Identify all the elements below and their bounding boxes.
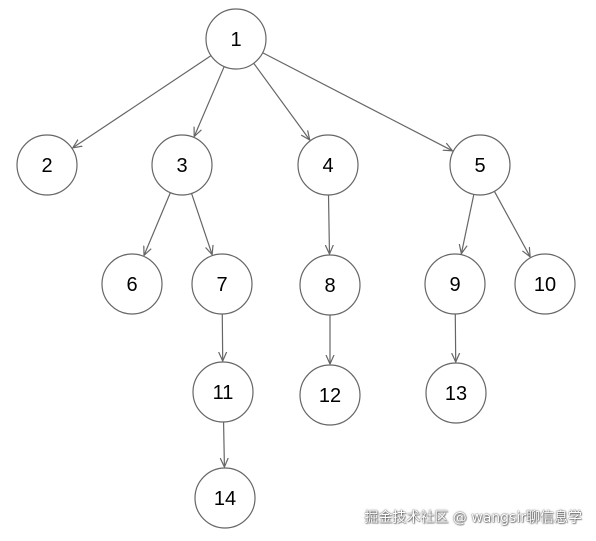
node-label: 12 xyxy=(319,385,341,407)
edge-11-to-14 xyxy=(224,421,225,467)
node-circle xyxy=(194,467,256,529)
node-label: 3 xyxy=(176,155,187,177)
node-label: 6 xyxy=(126,274,137,296)
node-circle xyxy=(16,134,78,196)
tree-node-2: 2 xyxy=(16,134,78,196)
tree-node-8: 8 xyxy=(299,254,361,316)
tree-node-7: 7 xyxy=(191,253,253,315)
tree-node-14: 14 xyxy=(194,467,256,529)
tree-node-5: 5 xyxy=(449,134,511,196)
node-circle xyxy=(192,361,254,423)
node-label: 9 xyxy=(449,274,460,296)
edge-1-to-4 xyxy=(253,62,310,140)
node-label: 4 xyxy=(322,155,333,177)
node-label: 5 xyxy=(474,155,485,177)
node-label: 7 xyxy=(216,274,227,296)
edge-3-to-7 xyxy=(190,193,213,254)
node-circle xyxy=(299,364,361,426)
edge-1-to-2 xyxy=(73,55,212,148)
edge-4-to-8 xyxy=(329,194,330,254)
node-label: 2 xyxy=(41,155,52,177)
edge-1-to-3 xyxy=(194,66,225,137)
tree-node-9: 9 xyxy=(424,253,486,315)
edge-1-to-5 xyxy=(262,52,453,151)
tree-node-12: 12 xyxy=(299,364,361,426)
edge-3-to-6 xyxy=(144,192,171,256)
watermark: 掘金技术社区 @ wangsir聊信息学 xyxy=(364,510,582,526)
node-label: 14 xyxy=(214,488,236,510)
node-label: 11 xyxy=(213,382,234,404)
node-circle xyxy=(449,134,511,196)
tree-node-1: 1 xyxy=(205,8,267,70)
tree-node-10: 10 xyxy=(514,253,576,315)
node-circle xyxy=(299,254,361,316)
node-circle xyxy=(514,253,576,315)
node-circle xyxy=(205,8,267,70)
tree-node-4: 4 xyxy=(297,134,359,196)
tree-node-3: 3 xyxy=(151,134,213,196)
node-label: 8 xyxy=(324,275,335,297)
tree-node-11: 11 xyxy=(192,361,254,423)
node-label: 1 xyxy=(230,29,241,51)
node-circle xyxy=(101,253,163,315)
node-circle xyxy=(191,253,253,315)
node-label: 10 xyxy=(534,274,556,296)
node-circle xyxy=(297,134,359,196)
tree-node-13: 13 xyxy=(425,362,487,424)
edge-5-to-10 xyxy=(493,191,530,256)
node-circle xyxy=(425,362,487,424)
edge-5-to-9 xyxy=(461,194,475,253)
node-circle xyxy=(424,253,486,315)
node-label: 13 xyxy=(445,383,467,405)
node-circle xyxy=(151,134,213,196)
tree-node-6: 6 xyxy=(101,253,163,315)
edges-layer xyxy=(73,52,530,467)
